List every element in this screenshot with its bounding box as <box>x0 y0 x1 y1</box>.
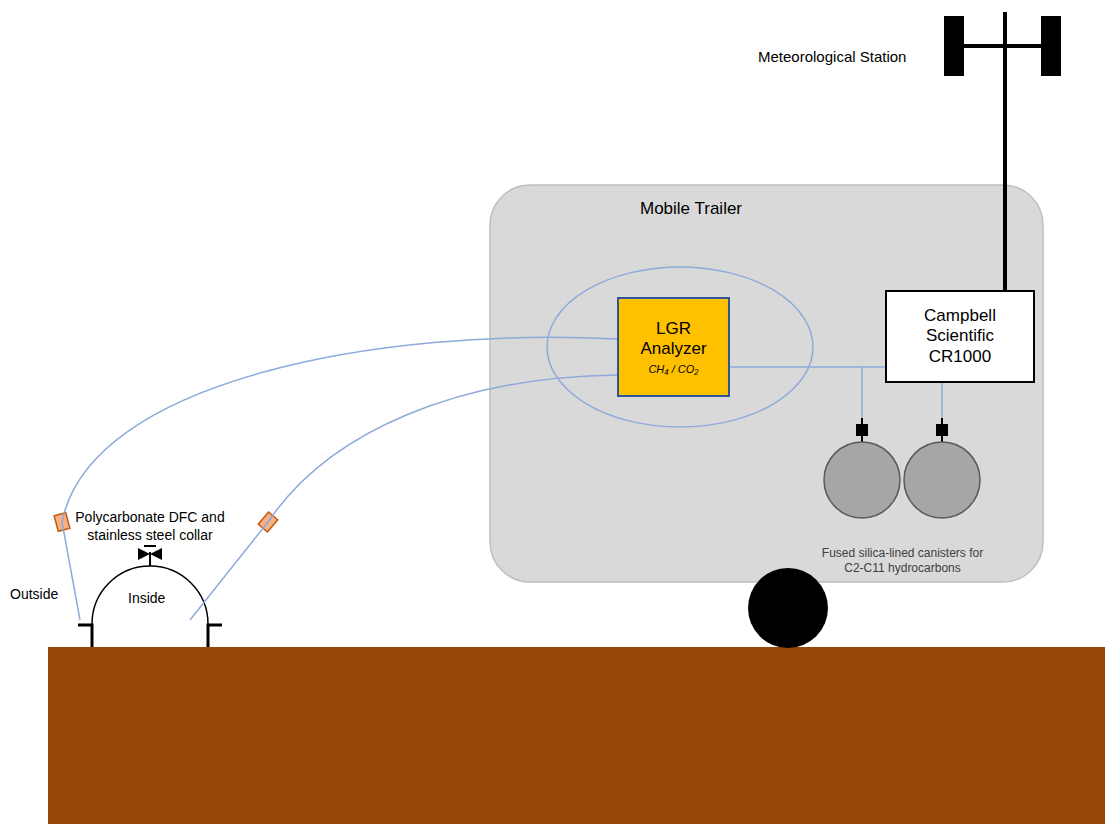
node-label: Polycarbonate DFC and stainless steel co… <box>52 509 248 544</box>
mast-crossbar <box>955 44 1052 48</box>
steel-collar <box>78 625 222 647</box>
inside-label: Inside <box>128 590 165 606</box>
canister-drawing <box>820 418 985 520</box>
tubing-loop <box>547 267 813 427</box>
canister <box>824 442 900 518</box>
canister-group: Fused silica-lined canisters for C2-C11 … <box>820 418 985 520</box>
node-label: LGR Analyzer <box>625 319 722 360</box>
trailer-wheel <box>748 568 828 648</box>
logger-box: Campbell Scientific CR1000 <box>885 290 1035 383</box>
valve-handle <box>144 545 156 547</box>
node-label: Mobile Trailer <box>640 199 742 219</box>
trailer-body <box>490 185 1043 582</box>
node-label: Campbell Scientific CR1000 <box>895 306 1025 367</box>
sensor-block <box>944 16 964 76</box>
valve <box>138 548 162 560</box>
trailer-box: Mobile TrailerCampbell Scientific CR1000… <box>490 185 1043 582</box>
gas-line <box>190 375 617 620</box>
ground <box>48 647 1105 824</box>
chamber-node: Polycarbonate DFC and stainless steel co… <box>92 564 208 650</box>
gas-line <box>62 337 617 620</box>
sensor-block <box>1041 16 1061 76</box>
mast <box>1003 12 1007 291</box>
canister <box>904 442 980 518</box>
node-sublabel: CH₄ / CO₂ <box>625 363 722 375</box>
chamber-dome <box>92 566 208 624</box>
analyzer-box: LGR AnalyzerCH₄ / CO₂ <box>617 297 730 397</box>
canister-valve <box>936 424 948 436</box>
station-label: Meteorological Station <box>758 48 906 65</box>
canister-valve <box>856 424 868 436</box>
outside-label: Outside <box>10 586 58 602</box>
node-label: Fused silica-lined canisters for C2-C11 … <box>815 546 990 576</box>
